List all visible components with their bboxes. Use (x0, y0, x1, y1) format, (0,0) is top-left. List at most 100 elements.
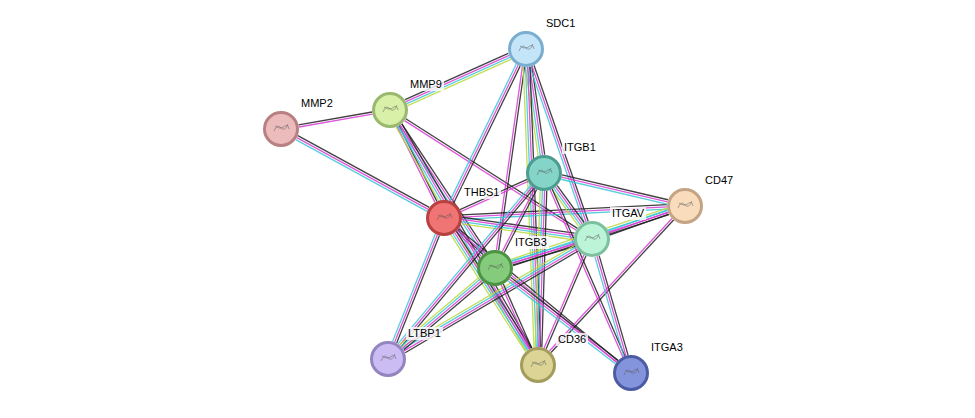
evidence-line (299, 114, 373, 127)
interaction-edge (508, 277, 618, 363)
evidence-line (562, 175, 668, 200)
protein-node: THBS1 (426, 200, 462, 236)
evidence-line (296, 140, 427, 212)
node-label: MMP2 (299, 97, 335, 110)
node-disc (374, 94, 407, 127)
node-disc (479, 252, 512, 285)
node-label: SDC1 (544, 17, 577, 30)
evidence-line (561, 179, 667, 204)
node-circle (508, 31, 544, 67)
evidence-line (404, 249, 577, 351)
structure-sketch (624, 368, 639, 375)
evidence-line (405, 251, 578, 353)
structure-sketch (381, 354, 396, 361)
node-circle (477, 250, 513, 286)
node-label: LTBP1 (406, 327, 443, 340)
interaction-edge (299, 112, 373, 127)
interaction-edge (450, 64, 520, 203)
interaction-edge (561, 175, 668, 204)
node-label: ITGB3 (513, 236, 549, 249)
evidence-line (400, 187, 533, 345)
protein-node: ITGAV (574, 221, 610, 257)
evidence-line (509, 279, 617, 362)
node-label: ITGAV (610, 207, 646, 220)
node-circle (667, 188, 703, 224)
protein-node: ITGB1 (526, 155, 562, 191)
protein-node: ITGA3 (613, 355, 649, 391)
node-disc (372, 343, 405, 376)
interaction-edge (535, 191, 546, 347)
node-circle (263, 111, 299, 147)
interaction-edge (501, 284, 531, 349)
evidence-line (451, 235, 526, 352)
evidence-line (595, 257, 624, 356)
node-disc (522, 349, 555, 382)
interaction-edge (405, 53, 511, 105)
node-disc (615, 357, 648, 390)
structure-sketch (678, 201, 693, 208)
evidence-line (398, 185, 531, 343)
evidence-line (405, 53, 508, 99)
node-label: MMP9 (408, 78, 444, 91)
node-label: CD47 (703, 174, 735, 187)
evidence-line (454, 66, 520, 203)
interaction-edge (523, 67, 540, 347)
node-circle (526, 155, 562, 191)
evidence-line (401, 188, 534, 346)
node-disc (510, 33, 543, 66)
evidence-line (453, 234, 528, 351)
evidence-line (400, 277, 480, 345)
evidence-line (406, 55, 509, 101)
structure-sketch (437, 213, 452, 220)
structure-sketch (519, 44, 534, 51)
node-disc (428, 202, 461, 235)
evidence-line (408, 59, 511, 105)
protein-node: ITGB3 (477, 250, 513, 286)
node-circle (613, 355, 649, 391)
evidence-line (562, 177, 668, 202)
node-circle (370, 341, 406, 377)
interaction-edge (400, 277, 484, 350)
structure-sketch (585, 234, 600, 241)
protein-node: CD36 (520, 347, 556, 383)
protein-node: LTBP1 (370, 341, 406, 377)
evidence-line (402, 280, 482, 348)
node-circle (574, 221, 610, 257)
node-disc (528, 157, 561, 190)
structure-sketch (383, 105, 398, 112)
evidence-line (511, 277, 619, 360)
structure-sketch (488, 263, 503, 270)
node-label: CD36 (556, 333, 588, 346)
protein-node: MMP2 (263, 111, 299, 147)
interaction-edge (549, 218, 673, 352)
evidence-line (512, 213, 668, 264)
node-disc (265, 113, 298, 146)
evidence-line (407, 57, 510, 103)
protein-node: SDC1 (508, 31, 544, 67)
evidence-line (597, 256, 626, 355)
node-disc (669, 190, 702, 223)
evidence-line (401, 279, 481, 347)
evidence-line (551, 220, 674, 353)
node-circle (372, 92, 408, 128)
evidence-line (404, 282, 484, 350)
structure-sketch (537, 168, 552, 175)
structure-sketch (531, 360, 546, 367)
node-circle (426, 200, 462, 236)
protein-node: MMP9 (372, 92, 408, 128)
interaction-edge (595, 256, 628, 357)
node-circle (520, 347, 556, 383)
node-label: THBS1 (462, 186, 501, 199)
protein-node: CD47 (667, 188, 703, 224)
evidence-line (599, 256, 628, 355)
evidence-line (402, 245, 575, 347)
evidence-line (513, 215, 669, 266)
node-label: ITGB1 (562, 141, 598, 154)
evidence-line (299, 112, 373, 125)
evidence-line (549, 218, 672, 351)
evidence-line (508, 281, 616, 364)
node-disc (576, 223, 609, 256)
structure-sketch (274, 124, 289, 131)
